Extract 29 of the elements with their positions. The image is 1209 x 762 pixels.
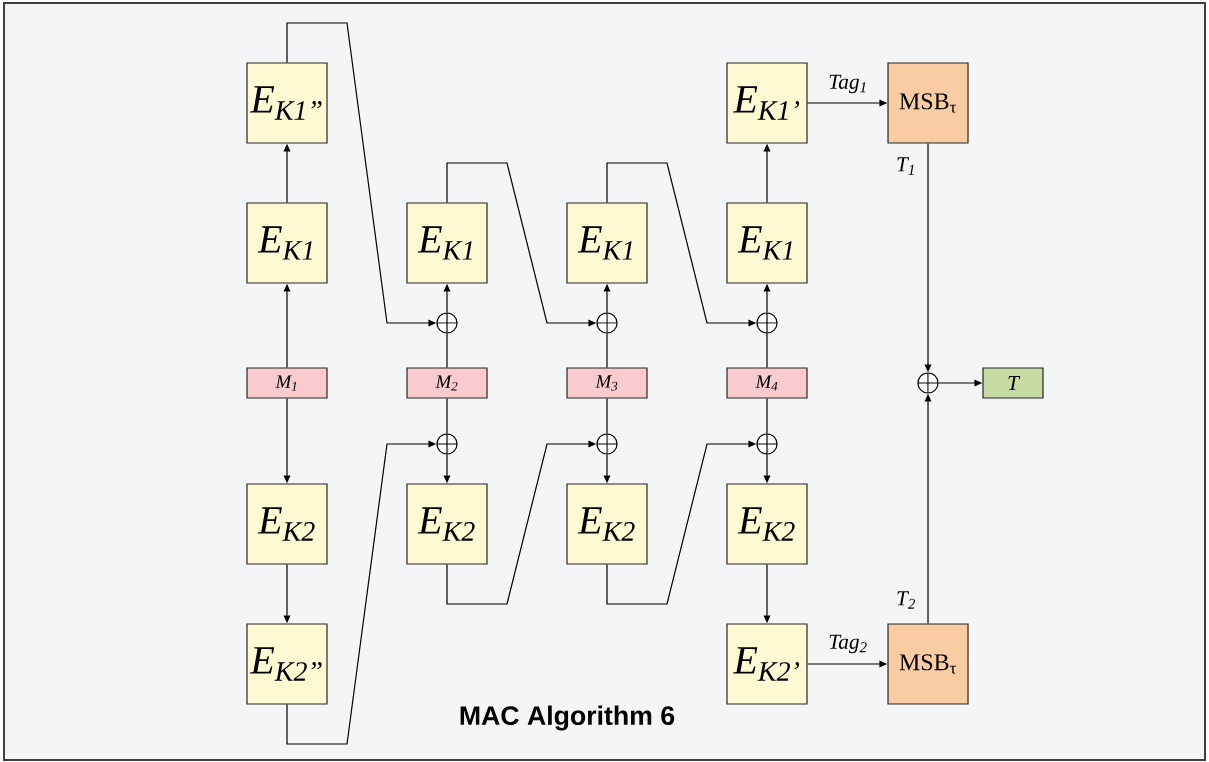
- xor-symbol: [436, 312, 458, 334]
- edge-label: Tag$_{2}$: [827, 633, 870, 655]
- cipher-box: E$_{K1}$: [566, 202, 648, 284]
- cipher-box: E$_{K2}$: [726, 483, 808, 565]
- cipher-box: E$_{K2”}$: [246, 623, 328, 705]
- message-block: M$_{1}$: [246, 367, 328, 399]
- message-block: M$_{3}$: [566, 367, 648, 399]
- cipher-box: E$_{K1}$: [726, 202, 808, 284]
- cipher-box: E$_{K1’}$: [726, 62, 808, 144]
- cipher-box: E$_{K2’}$: [726, 623, 808, 705]
- xor-symbol: [756, 312, 778, 334]
- cipher-box: E$_{K1”}$: [246, 62, 328, 144]
- cipher-box: E$_{K1}$: [406, 202, 488, 284]
- cipher-box: E$_{K2}$: [246, 483, 328, 565]
- edge-label: Tag$_{1}$: [827, 73, 870, 95]
- message-block: M$_{2}$: [406, 367, 488, 399]
- cipher-box: E$_{K2}$: [406, 483, 488, 565]
- cipher-box: E$_{K1}$: [246, 202, 328, 284]
- xor-symbol: [596, 433, 618, 455]
- xor-symbol: [917, 372, 939, 394]
- xor-symbol: [436, 433, 458, 455]
- xor-symbol: [756, 433, 778, 455]
- output-box: T: [982, 367, 1044, 399]
- title: MAC Algorithm 6: [460, 705, 675, 731]
- truncation-box: MSB$_{τ}$: [887, 623, 969, 705]
- truncation-box: MSB$_{τ}$: [887, 62, 969, 144]
- cipher-box: E$_{K2}$: [566, 483, 648, 565]
- message-block: M$_{4}$: [726, 367, 808, 399]
- xor-symbol: [596, 312, 618, 334]
